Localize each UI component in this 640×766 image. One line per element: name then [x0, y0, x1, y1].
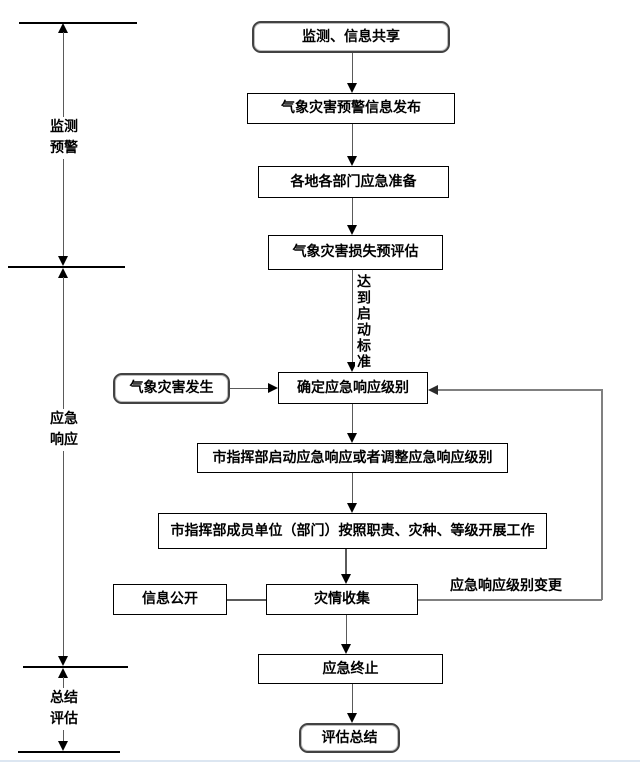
phase-line: 总结 — [50, 690, 78, 706]
connector-collection-to-termination — [345, 615, 347, 644]
node-info-disclosure: 信息公开 — [113, 584, 227, 615]
rail-divider-3 — [23, 666, 128, 668]
connector-determine-to-start — [351, 404, 353, 433]
arrowhead-left-icon — [428, 385, 438, 395]
arrowhead-down-icon — [347, 225, 357, 235]
rail-segment-emergency-response — [62, 277, 64, 657]
arrowhead-up-icon — [58, 23, 68, 33]
connector-start-to-members — [351, 473, 353, 503]
node-warning-info-release: 气象灾害预警信息发布 — [247, 93, 455, 124]
rail-divider-top — [19, 22, 137, 24]
arrowhead-down-icon — [58, 656, 68, 666]
arrowhead-right-icon — [268, 383, 278, 393]
phase-line: 预警 — [50, 140, 78, 156]
node-members-carry-out-work: 市指挥部成员单位（部门）按照职责、灾种、等级开展工作 — [158, 513, 547, 549]
node-disaster-info-collection: 灾情收集 — [266, 584, 418, 615]
connector-disclosure-to-collection — [227, 599, 266, 601]
arrowhead-down-icon — [58, 256, 68, 266]
edge-label-response-level-change: 应急响应级别变更 — [450, 575, 562, 595]
connector-sharing-to-release — [351, 53, 353, 83]
node-start-or-adjust-response: 市指挥部启动应急响应或者调整应急响应级别 — [197, 443, 508, 473]
node-department-preparation: 各地各部门应急准备 — [258, 166, 449, 198]
connector-assessment-to-determine — [351, 270, 353, 362]
node-determine-response-level: 确定应急响应级别 — [278, 372, 428, 404]
node-evaluation-summary: 评估总结 — [299, 723, 400, 753]
arrowhead-down-icon — [347, 83, 357, 93]
bottom-edge-strip — [0, 760, 640, 762]
arrowhead-down-icon — [347, 433, 357, 443]
feedback-top-line — [438, 389, 602, 391]
phase-line: 监测 — [50, 119, 78, 135]
phase-label-summary-evaluation: 总结 评估 — [41, 688, 87, 730]
arrowhead-down-icon — [347, 713, 357, 723]
connector-termination-to-summary — [351, 684, 353, 713]
feedback-vertical-line — [600, 389, 603, 600]
arrowhead-down-icon — [347, 503, 357, 513]
connector-members-to-collection — [345, 549, 347, 574]
connector-release-to-preparation — [351, 124, 353, 156]
node-response-termination: 应急终止 — [258, 654, 443, 684]
phase-label-emergency-response: 应急 响应 — [41, 409, 87, 451]
arrowhead-down-icon — [340, 574, 351, 584]
phase-line: 响应 — [50, 432, 78, 448]
arrowhead-down-icon — [58, 741, 68, 751]
rail-divider-2 — [8, 266, 125, 268]
phase-line: 评估 — [50, 711, 78, 727]
arrowhead-up-icon — [58, 668, 68, 678]
edge-label-reach-activation-criteria: 达到启动标准 — [355, 274, 371, 370]
connector-occurs-to-determine — [230, 387, 268, 389]
feedback-bottom-line — [418, 598, 602, 601]
arrowhead-up-icon — [58, 268, 68, 278]
rail-divider-bottom — [18, 751, 120, 753]
phase-line: 应急 — [50, 411, 78, 427]
node-loss-pre-assessment: 气象灾害损失预评估 — [268, 235, 443, 270]
arrowhead-down-icon — [347, 362, 357, 372]
connector-preparation-to-assessment — [351, 198, 353, 225]
phase-label-monitor-warning: 监测 预警 — [41, 117, 87, 159]
node-monitoring-info-sharing: 监测、信息共享 — [252, 21, 450, 53]
arrowhead-down-icon — [341, 644, 351, 654]
arrowhead-down-icon — [347, 156, 357, 166]
node-disaster-occurs: 气象灾害发生 — [113, 373, 230, 404]
